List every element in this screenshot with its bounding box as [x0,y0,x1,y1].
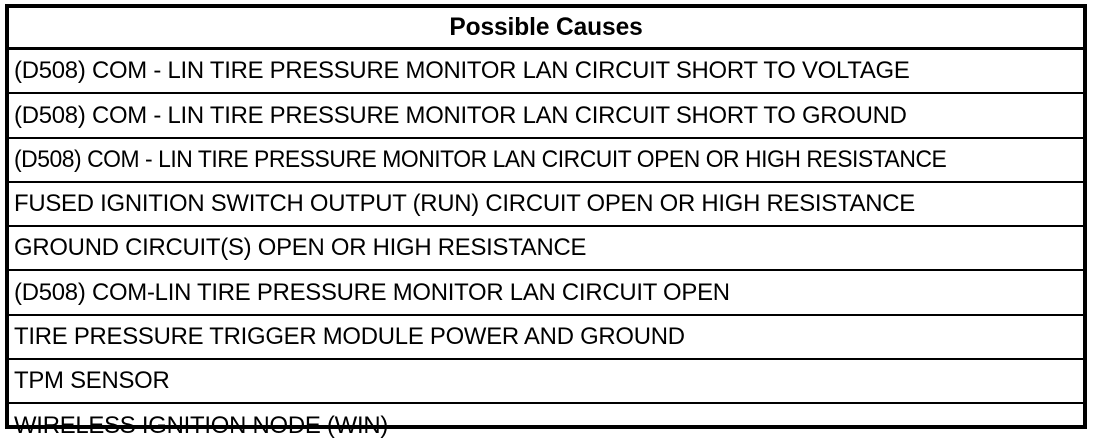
table-row: (D508) COM - LIN TIRE PRESSURE MONITOR L… [9,49,1083,94]
cause-text: WIRELESS IGNITION NODE (WIN) [14,411,389,439]
table-row: TIRE PRESSURE TRIGGER MODULE POWER AND G… [9,313,1083,360]
cause-text: TIRE PRESSURE TRIGGER MODULE POWER AND G… [14,323,685,351]
table-cell: (D508) COM - LIN TIRE PRESSURE MONITOR L… [9,136,1083,182]
possible-causes-table-container: Possible Causes (D508) COM - LIN TIRE PR… [5,4,1087,447]
table-cell: GROUND CIRCUIT(S) OPEN OR HIGH RESISTANC… [9,225,1083,271]
table-row: (D508) COM - LIN TIRE PRESSURE MONITOR L… [9,92,1083,138]
table-row: FUSED IGNITION SWITCH OUTPUT (RUN) CIRCU… [9,180,1083,227]
cause-text: (D508) COM - LIN TIRE PRESSURE MONITOR L… [14,145,947,173]
cause-text: (D508) COM - LIN TIRE PRESSURE MONITOR L… [14,57,910,85]
cause-text: (D508) COM-LIN TIRE PRESSURE MONITOR LAN… [14,278,730,306]
cause-text: TPM SENSOR [14,367,170,395]
table-body: (D508) COM - LIN TIRE PRESSURE MONITOR L… [9,49,1083,447]
cause-text: GROUND CIRCUIT(S) OPEN OR HIGH RESISTANC… [14,234,587,262]
table-header-row: Possible Causes [9,8,1083,50]
table-header: Possible Causes [9,8,1083,50]
table-header-label: Possible Causes [449,13,643,41]
table-cell: TIRE PRESSURE TRIGGER MODULE POWER AND G… [9,313,1083,360]
cause-text: (D508) COM - LIN TIRE PRESSURE MONITOR L… [14,101,907,129]
table-cell: WIRELESS IGNITION NODE (WIN) [9,402,1083,447]
table-cell: FUSED IGNITION SWITCH OUTPUT (RUN) CIRCU… [9,180,1083,227]
possible-causes-table: Possible Causes (D508) COM - LIN TIRE PR… [9,8,1083,447]
table-row: WIRELESS IGNITION NODE (WIN) [9,402,1083,447]
table-row: (D508) COM-LIN TIRE PRESSURE MONITOR LAN… [9,269,1083,315]
table-cell: (D508) COM-LIN TIRE PRESSURE MONITOR LAN… [9,269,1083,315]
table-header-cell: Possible Causes [9,8,1083,50]
table-row: TPM SENSOR [9,358,1083,404]
table-cell: TPM SENSOR [9,358,1083,404]
cause-text: FUSED IGNITION SWITCH OUTPUT (RUN) CIRCU… [14,190,915,218]
table-cell: (D508) COM - LIN TIRE PRESSURE MONITOR L… [9,92,1083,138]
table-row: GROUND CIRCUIT(S) OPEN OR HIGH RESISTANC… [9,225,1083,271]
table-cell: (D508) COM - LIN TIRE PRESSURE MONITOR L… [9,49,1083,94]
table-row: (D508) COM - LIN TIRE PRESSURE MONITOR L… [9,136,1083,182]
